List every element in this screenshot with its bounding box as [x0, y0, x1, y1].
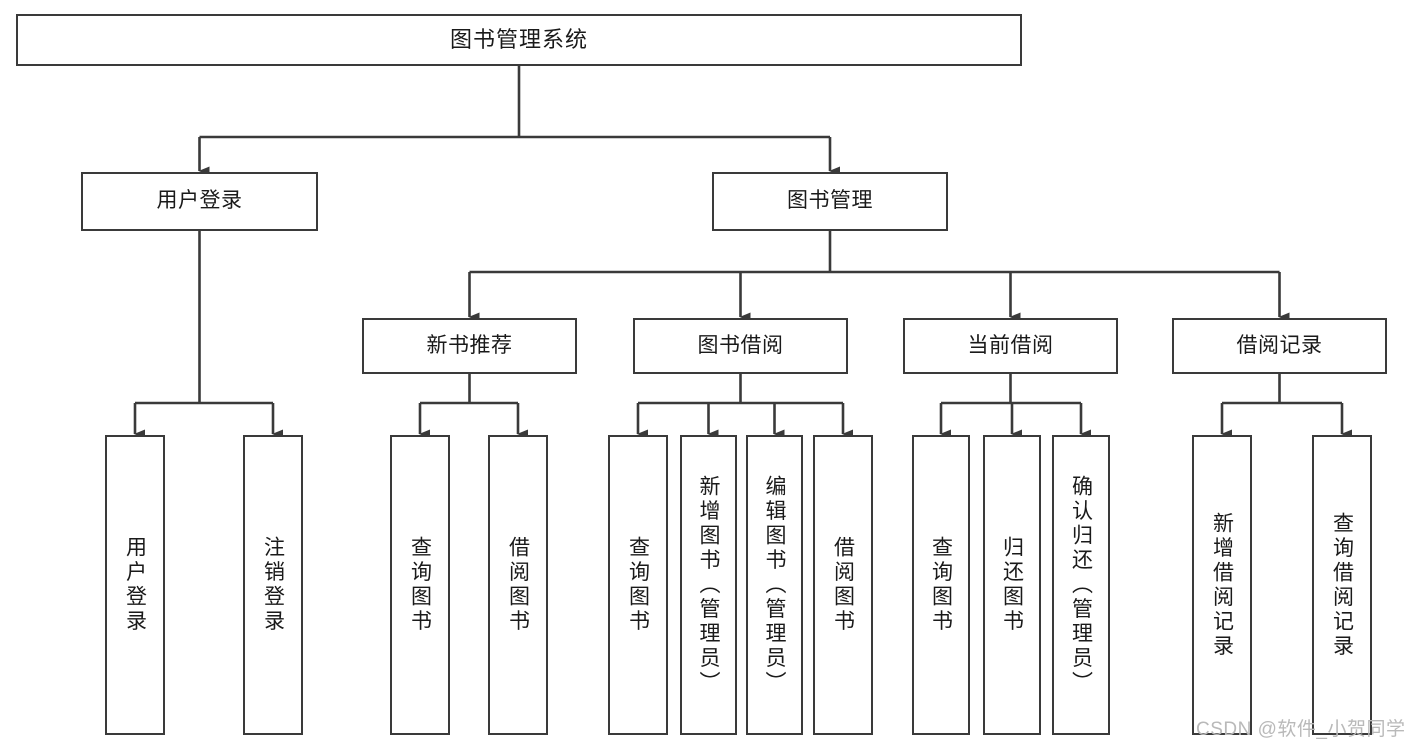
- node-leaf-user-login[interactable]: 用户登录: [105, 435, 165, 735]
- node-leaf-query-book-3[interactable]: 查询图书: [912, 435, 970, 735]
- node-borrow-log[interactable]: 借阅记录: [1172, 318, 1387, 374]
- node-label: 借阅图书: [831, 536, 855, 634]
- node-label: 确认归还（管理员）: [1069, 474, 1093, 696]
- node-label: 注销登录: [261, 536, 285, 634]
- node-label: 借阅记录: [1236, 333, 1323, 357]
- node-leaf-add-log[interactable]: 新增借阅记录: [1192, 435, 1252, 735]
- node-label: 图书借阅: [697, 333, 784, 357]
- node-leaf-logout[interactable]: 注销登录: [243, 435, 303, 735]
- node-leaf-query-log[interactable]: 查询借阅记录: [1312, 435, 1372, 735]
- node-label: 用户登录: [123, 536, 147, 634]
- node-label: 归还图书: [1000, 536, 1024, 634]
- node-leaf-add-book[interactable]: 新增图书（管理员）: [680, 435, 737, 735]
- node-book-borrow[interactable]: 图书借阅: [633, 318, 848, 374]
- node-label: 图书管理: [787, 189, 873, 213]
- node-cur-borrow[interactable]: 当前借阅: [903, 318, 1118, 374]
- node-book-manage[interactable]: 图书管理: [712, 172, 948, 231]
- node-label: 用户登录: [156, 189, 243, 213]
- node-leaf-return-book[interactable]: 归还图书: [983, 435, 1041, 735]
- node-label: 当前借阅: [967, 333, 1054, 357]
- node-root[interactable]: 图书管理系统: [16, 14, 1022, 66]
- node-leaf-borrow-book-2[interactable]: 借阅图书: [813, 435, 873, 735]
- node-label: 新书推荐: [426, 333, 513, 357]
- node-label: 查询图书: [408, 536, 432, 634]
- node-label: 查询图书: [929, 536, 953, 634]
- node-leaf-query-book-1[interactable]: 查询图书: [390, 435, 450, 735]
- node-leaf-borrow-book-1[interactable]: 借阅图书: [488, 435, 548, 735]
- edge-group: [133, 66, 1352, 439]
- node-label: 新增图书（管理员）: [697, 474, 720, 696]
- node-label: 新增借阅记录: [1210, 511, 1234, 659]
- node-user-login[interactable]: 用户登录: [81, 172, 318, 231]
- node-label: 编辑图书（管理员）: [763, 474, 786, 696]
- node-label: 查询借阅记录: [1330, 511, 1354, 659]
- node-new-book-rec[interactable]: 新书推荐: [362, 318, 577, 374]
- node-label: 图书管理系统: [449, 27, 588, 53]
- node-leaf-query-book-2[interactable]: 查询图书: [608, 435, 668, 735]
- node-label: 借阅图书: [506, 536, 530, 634]
- node-leaf-edit-book[interactable]: 编辑图书（管理员）: [746, 435, 803, 735]
- node-leaf-confirm-return[interactable]: 确认归还（管理员）: [1052, 435, 1110, 735]
- node-label: 查询图书: [626, 536, 650, 634]
